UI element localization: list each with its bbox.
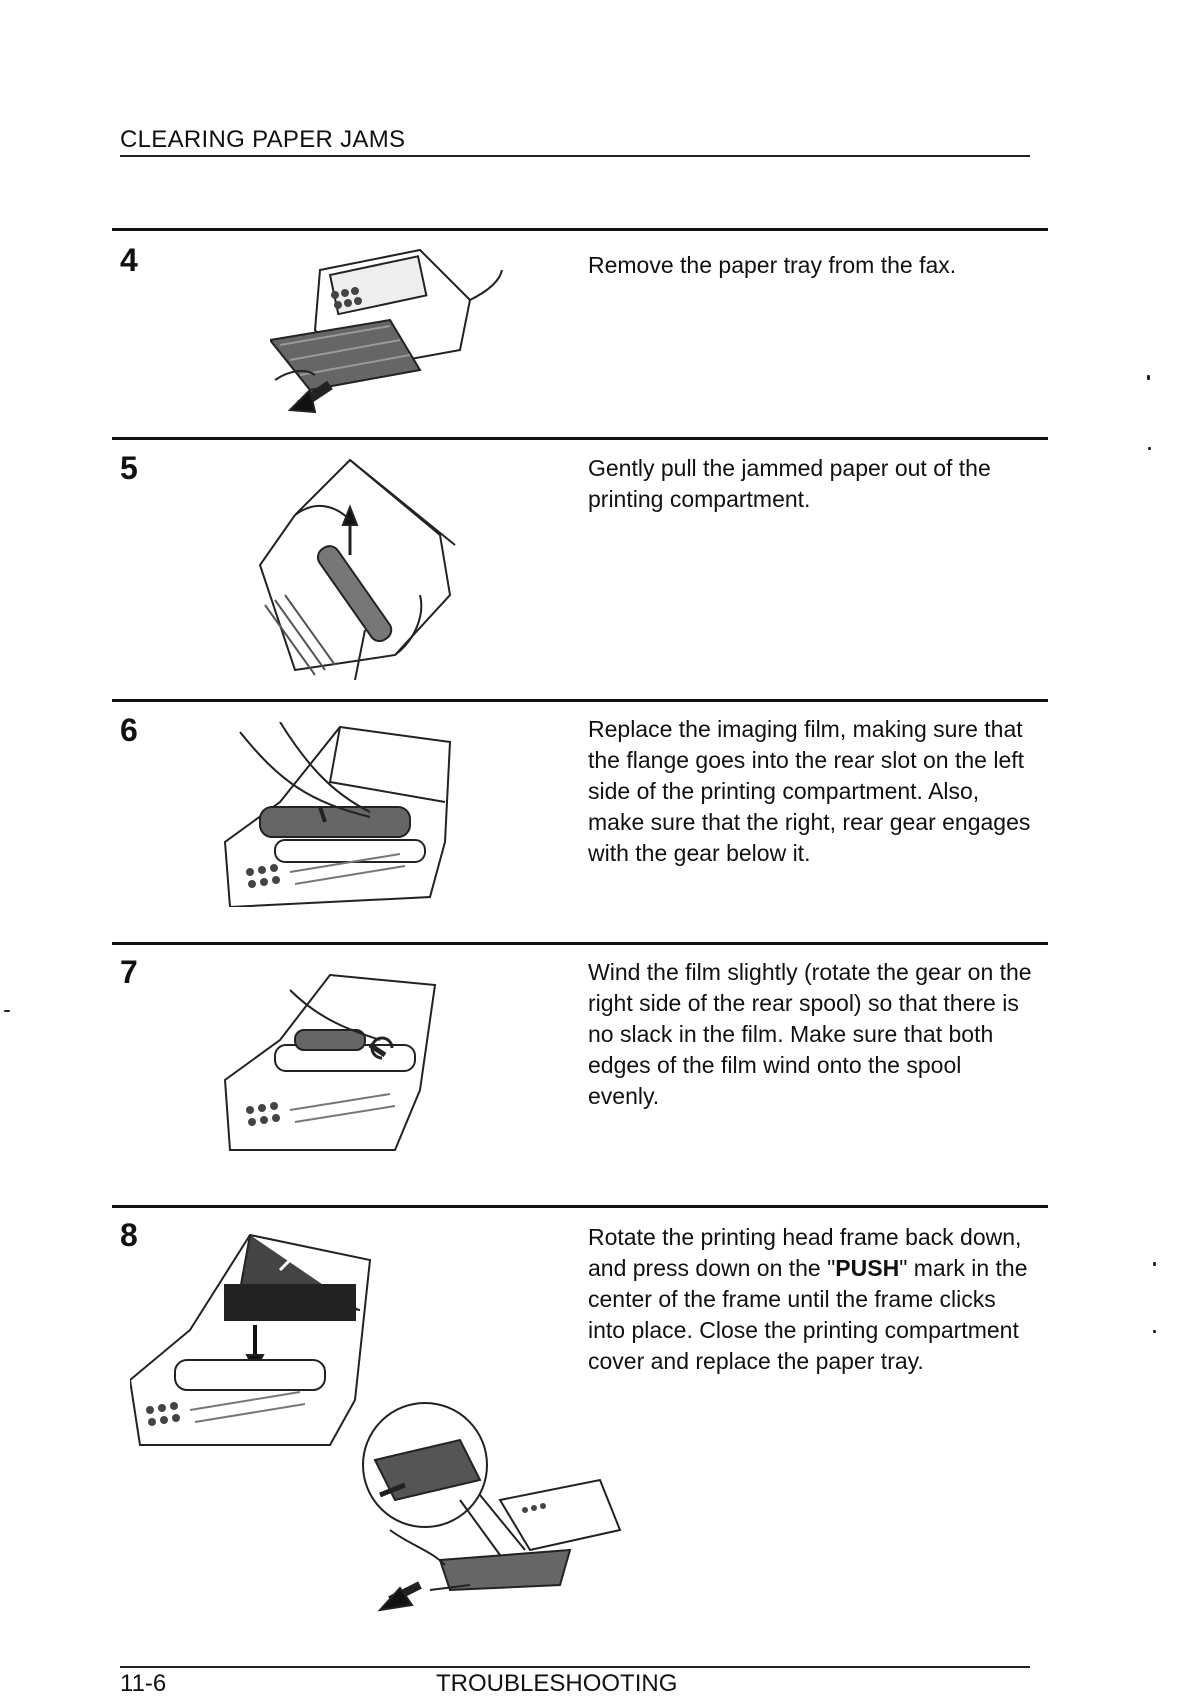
footer-page-number: 11-6 [120,1670,167,1697]
footer-rule [120,1666,1030,1668]
step-4-illustration [270,240,510,420]
step-8-number: 8 [120,1217,138,1253]
step-6-number: 6 [120,712,138,748]
step-6-rule [112,699,1048,702]
step-7-text: Wind the film slightly (rotate the gear … [588,959,1032,1109]
step-8-illustration-printer [130,1230,400,1450]
scan-speck [1153,1330,1156,1333]
header-rule [120,155,1030,157]
step-4-rule [112,228,1048,231]
step-5-number: 5 [120,450,138,486]
step-8-rule [112,1205,1048,1208]
step-4-text: Remove the paper tray from the fax. [588,252,957,278]
scan-speck [4,1010,10,1012]
scan-speck [1148,447,1151,450]
step-8-text: Rotate the printing head frame back down… [588,1222,1038,1377]
step-6-text: Replace the imaging film, making sure th… [588,716,1031,866]
scan-speck [1153,1262,1156,1266]
step-8-text-push: PUSH [835,1255,900,1281]
step-8-illustration-tray [350,1400,650,1615]
scan-speck [1147,375,1150,380]
step-8-text-after: " mark in the center of the frame until … [588,1255,1028,1374]
step-8-text-before: Rotate the printing head frame back down… [588,1224,1022,1281]
step-4-number: 4 [120,242,138,278]
page-header-title: CLEARING PAPER JAMS [120,126,406,153]
step-7-number: 7 [120,954,138,990]
step-5-rule [112,437,1048,440]
step-7-illustration [220,970,460,1155]
footer-section-title: TROUBLESHOOTING [436,1670,678,1697]
step-6-illustration [220,722,460,907]
step-5-text: Gently pull the jammed paper out of the … [588,455,991,512]
step-7-rule [112,942,1048,945]
step-5-illustration [255,455,485,680]
